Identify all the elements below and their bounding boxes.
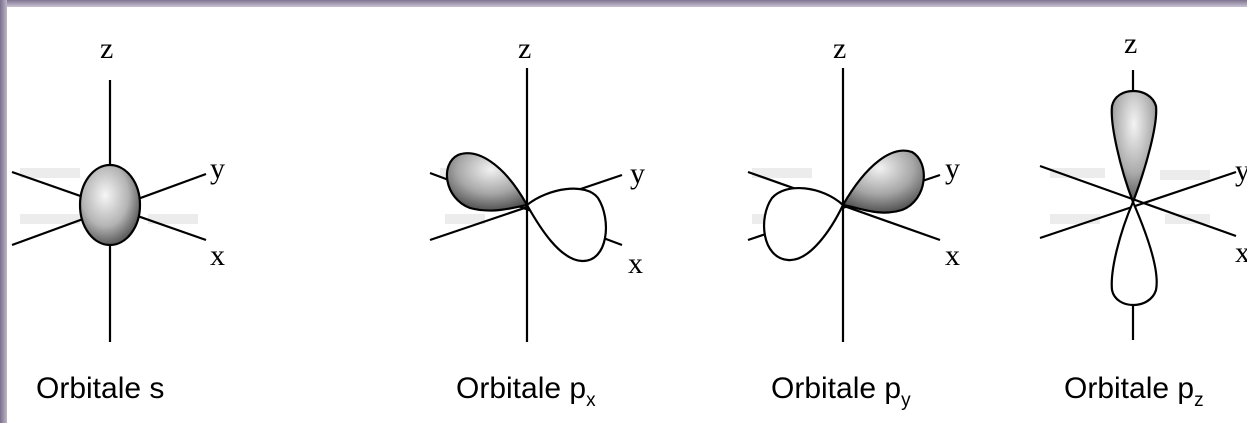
z-axis-label: z: [100, 32, 113, 65]
py-positive-lobe: [841, 149, 925, 214]
y-axis-label: y: [210, 152, 225, 185]
s-orbital-sphere: [78, 163, 142, 247]
y-axis-label: y: [945, 152, 960, 185]
orbital-px-group: z y x Orbitale px: [429, 32, 645, 411]
x-axis-label: x: [945, 239, 960, 272]
pz-positive-lobe: [1110, 90, 1158, 206]
orbital-s-caption: Orbitale s: [36, 372, 164, 405]
y-axis-label: y: [1235, 154, 1247, 187]
px-positive-lobe: [445, 152, 529, 212]
orbital-pz-group: z y x Orbitale pz: [1039, 27, 1247, 411]
top-frame-bar: [0, 0, 1247, 7]
px-negative-lobe: [525, 187, 608, 263]
orbital-py-caption: Orbitale py: [771, 372, 911, 411]
orbital-s-group: z y x Orbitale s: [11, 32, 225, 405]
z-axis-label: z: [518, 32, 531, 65]
y-axis-label: y: [630, 157, 645, 190]
orbital-px-caption: Orbitale px: [456, 372, 596, 411]
z-axis-label: z: [833, 32, 846, 65]
pz-negative-lobe: [1110, 199, 1158, 306]
py-negative-lobe: [762, 186, 845, 262]
x-axis-line: [1039, 164, 1237, 238]
x-axis-label: x: [210, 239, 225, 272]
x-axis-label: x: [628, 247, 643, 280]
left-frame-bar: [0, 0, 7, 423]
x-axis-label: x: [1235, 236, 1247, 269]
orbital-py-group: z y x Orbitale py: [747, 32, 960, 411]
y-axis-line: [429, 173, 623, 242]
orbital-pz-caption: Orbitale pz: [1064, 372, 1204, 411]
z-axis-label: z: [1124, 27, 1137, 60]
y-axis-line: [1039, 170, 1237, 240]
